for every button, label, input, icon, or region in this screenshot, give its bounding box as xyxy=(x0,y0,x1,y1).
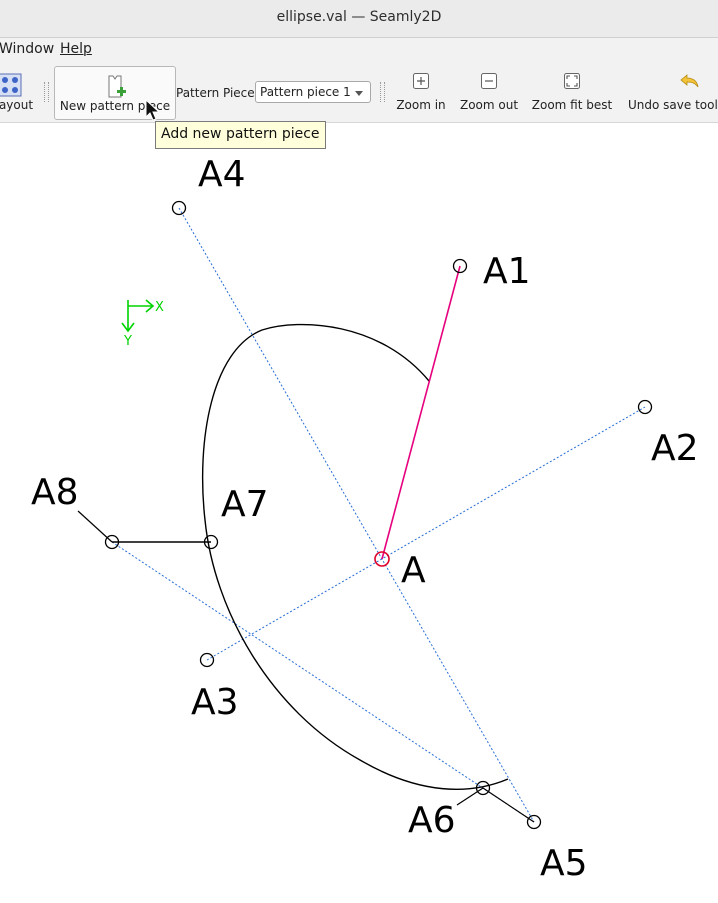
line-A8-A5[interactable] xyxy=(111,541,535,823)
tooltip: Add new pattern piece xyxy=(155,121,326,149)
zoom-fit-best-label: Zoom fit best xyxy=(531,98,613,112)
label-A6: A6 xyxy=(408,800,456,841)
point-A6[interactable] xyxy=(475,780,491,796)
point-A7[interactable] xyxy=(203,534,219,550)
label-A7: A7 xyxy=(221,484,269,525)
point-A8[interactable] xyxy=(104,534,120,550)
new-pattern-piece-button[interactable]: New pattern piece xyxy=(54,66,176,120)
point-A[interactable] xyxy=(374,551,390,567)
ellipse-arc[interactable] xyxy=(201,323,509,790)
undo-save-tool-button[interactable]: Undo save tool xyxy=(624,66,718,118)
label-A8: A8 xyxy=(31,472,79,513)
layout-icon xyxy=(0,73,22,97)
line-A6-label-leader xyxy=(456,787,484,806)
label-A: A xyxy=(401,550,426,591)
zoom-fit-icon xyxy=(564,73,580,89)
pattern-piece-label: Pattern Piece: xyxy=(176,86,259,100)
line-A6-A5[interactable] xyxy=(482,787,535,823)
label-A4: A4 xyxy=(198,154,246,195)
zoom-out-icon xyxy=(481,73,497,89)
menu-bar: Window Help xyxy=(0,38,718,62)
toolbar-separator xyxy=(44,82,49,102)
window-title: ellipse.val — Seamly2D xyxy=(276,9,442,25)
label-A2: A2 xyxy=(651,428,699,469)
point-A4[interactable] xyxy=(171,200,187,216)
layout-button[interactable]: ayout xyxy=(0,66,36,118)
line-A-A1[interactable] xyxy=(381,265,461,560)
pattern-piece-select[interactable]: Pattern piece 1 xyxy=(255,81,371,103)
undo-icon xyxy=(680,74,699,88)
layout-label: ayout xyxy=(0,98,34,112)
zoom-out-button[interactable]: Zoom out xyxy=(458,66,520,118)
axis-y-label: Y xyxy=(123,334,132,349)
point-A5[interactable] xyxy=(526,814,542,830)
new-pattern-piece-icon xyxy=(108,75,126,98)
mouse-cursor-icon xyxy=(145,99,161,121)
toolbar-separator xyxy=(380,82,385,102)
line-A3-A2[interactable] xyxy=(206,406,646,661)
undo-save-tool-label: Undo save tool xyxy=(628,98,718,112)
title-bar: ellipse.val — Seamly2D xyxy=(0,0,718,38)
zoom-in-label: Zoom in xyxy=(396,98,446,112)
point-A3[interactable] xyxy=(199,652,215,668)
label-A3: A3 xyxy=(191,682,239,723)
chevron-down-icon xyxy=(355,91,363,96)
line-A8-label-leader xyxy=(77,510,113,543)
menu-help[interactable]: Help xyxy=(60,41,92,57)
zoom-fit-best-button[interactable]: Zoom fit best xyxy=(530,66,614,118)
zoom-in-icon xyxy=(413,73,429,89)
point-A2[interactable] xyxy=(637,399,653,415)
pattern-piece-value: Pattern piece 1 xyxy=(260,85,351,99)
menu-window[interactable]: Window xyxy=(0,41,55,57)
toolbar: ayout New pattern piece Pattern Piece: P… xyxy=(0,62,718,123)
axis-indicator xyxy=(121,299,155,333)
label-A5: A5 xyxy=(540,843,588,884)
new-pattern-piece-label: New pattern piece xyxy=(59,99,171,113)
zoom-out-label: Zoom out xyxy=(459,98,519,112)
label-A1: A1 xyxy=(483,251,531,292)
pattern-drawing[interactable]: X Y A4 A1 A2 A8 A7 A A3 A6 A5 xyxy=(0,123,718,899)
point-A1[interactable] xyxy=(452,258,468,274)
drawing-canvas[interactable]: X Y A4 A1 A2 A8 A7 A A3 A6 A5 xyxy=(0,123,718,899)
axis-x-label: X xyxy=(155,300,164,315)
zoom-in-button[interactable]: Zoom in xyxy=(392,66,450,118)
